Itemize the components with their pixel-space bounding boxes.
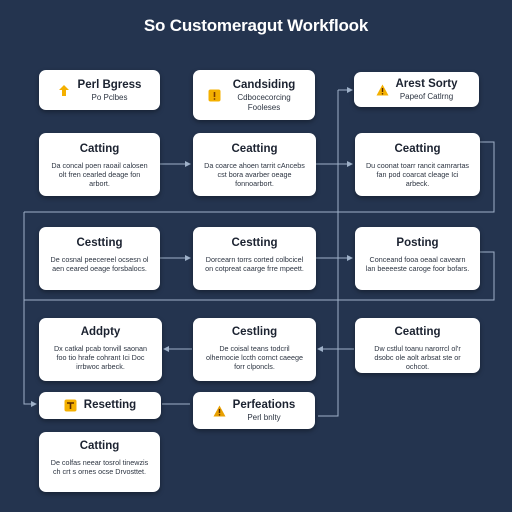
node-body: Dorcearn torrs corted colbcicel on cotpr… (205, 255, 304, 273)
node-arest-sorty[interactable]: Arest Sorty Papeof Catlrng (354, 72, 479, 107)
node-body: Da concal poen raoail calosen olt fren c… (51, 161, 148, 188)
node-subtitle: Papeof Catlrng (399, 92, 454, 101)
arrow-to-n13 (23, 300, 37, 407)
node-body: De coisal teans todcril olhernocie lccth… (205, 344, 304, 371)
node-title: Catting (79, 143, 120, 155)
node-ceatting-3[interactable]: Ceatting Dw cstlul toanu narorrcl ol'r d… (355, 318, 480, 373)
node-cestting-2[interactable]: Cestting Dorcearn torrs corted colbcicel… (193, 227, 316, 290)
node-title: Cestting (231, 237, 278, 249)
spine-right (318, 90, 339, 417)
node-subtitle: Cdbocecorcing Fooleses (237, 93, 291, 112)
band-row2-bottom (24, 141, 495, 213)
node-subtitle: Perl bnlty (247, 413, 281, 422)
node-body: De cosnal peecereel ocsesn ol aen ceared… (50, 255, 149, 273)
diagram-title: So Customeragut Workflook (143, 16, 369, 35)
warning-box-icon (64, 399, 77, 412)
node-body: Dx catkal pcab tonvill saonan foo tio hr… (53, 344, 148, 371)
node-catting-2[interactable]: Catting De colfas neear tosrol tinewzis … (39, 432, 160, 492)
node-cestling[interactable]: Cestling De coisal teans todcril olherno… (193, 318, 316, 381)
node-title: Arest Sorty (395, 78, 458, 90)
node-body: De colfas neear tosrol tinewzis ch crt s… (50, 458, 149, 476)
node-title: Cestling (231, 326, 278, 338)
node-cestting-1[interactable]: Cestting De cosnal peecereel ocsesn ol a… (39, 227, 160, 290)
warning-triangle-icon (376, 83, 389, 96)
node-catting[interactable]: Catting Da concal poen raoail calosen ol… (39, 133, 160, 196)
node-title: Cestting (76, 237, 123, 249)
node-body: Da coarce ahoen tarrit cAncebs cst bora … (204, 161, 305, 188)
node-posting[interactable]: Posting Conceand fooa oeaal cavearn lan … (355, 227, 480, 290)
node-addpty[interactable]: Addpty Dx catkal pcab tonvill saonan foo… (39, 318, 162, 381)
node-title: Perfeations (232, 399, 296, 411)
node-perfeations[interactable]: Perfeations Perl bnlty (193, 392, 315, 429)
arrow-up-icon (58, 84, 71, 97)
node-title: Ceatting (394, 326, 441, 338)
node-title: Perl Bgress (77, 79, 142, 91)
node-body: Dw cstlul toanu narorrcl ol'r dsobc ole … (374, 344, 461, 371)
node-title: Posting (396, 237, 439, 249)
node-title: Catting (79, 440, 120, 452)
node-title: Resetting (83, 399, 137, 411)
node-title: Ceatting (231, 143, 278, 155)
node-body: Conceand fooa oeaal cavearn lan beeeeste… (365, 255, 470, 273)
node-resetting[interactable]: Resetting (39, 392, 161, 419)
warning-triangle-icon (213, 404, 226, 417)
node-candsiding[interactable]: Candsiding Cdbocecorcing Fooleses (193, 70, 315, 120)
node-ceatting-2[interactable]: Ceatting Du coonat toarr rancit camrarta… (355, 133, 480, 196)
band-row3-bottom (24, 251, 495, 301)
node-perl-bgress[interactable]: Perl Bgress Po Pclbes (39, 70, 160, 110)
node-body: Du coonat toarr rancit camrartas fan pod… (365, 161, 470, 188)
node-title: Addpty (80, 326, 121, 338)
warning-box-icon (208, 89, 221, 102)
node-title: Ceatting (394, 143, 441, 155)
node-title: Candsiding (232, 79, 296, 91)
node-ceatting-1[interactable]: Ceatting Da coarce ahoen tarrit cAncebs … (193, 133, 316, 196)
node-subtitle: Po Pclbes (91, 93, 128, 102)
